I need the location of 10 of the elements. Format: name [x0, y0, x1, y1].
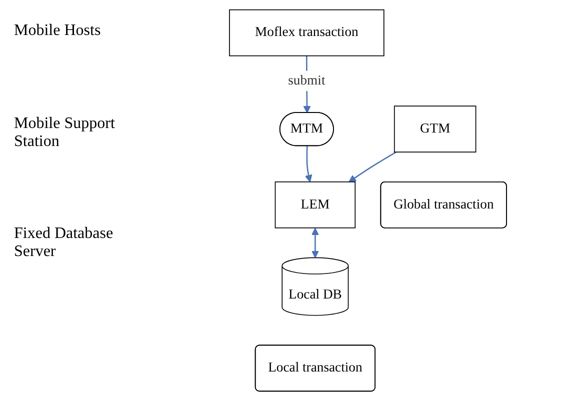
node-box: LEM [274, 181, 356, 228]
node-box: Moflex transaction [229, 9, 384, 56]
node-box: GTM [394, 106, 476, 152]
arrow [304, 146, 312, 182]
band-label: Mobile Support Station [14, 115, 116, 151]
arrow [348, 152, 396, 182]
arrow [311, 228, 319, 258]
edge-label: submit [288, 73, 326, 88]
band-label: Mobile Hosts [14, 22, 102, 40]
band-label: Fixed Database Server [14, 225, 114, 261]
